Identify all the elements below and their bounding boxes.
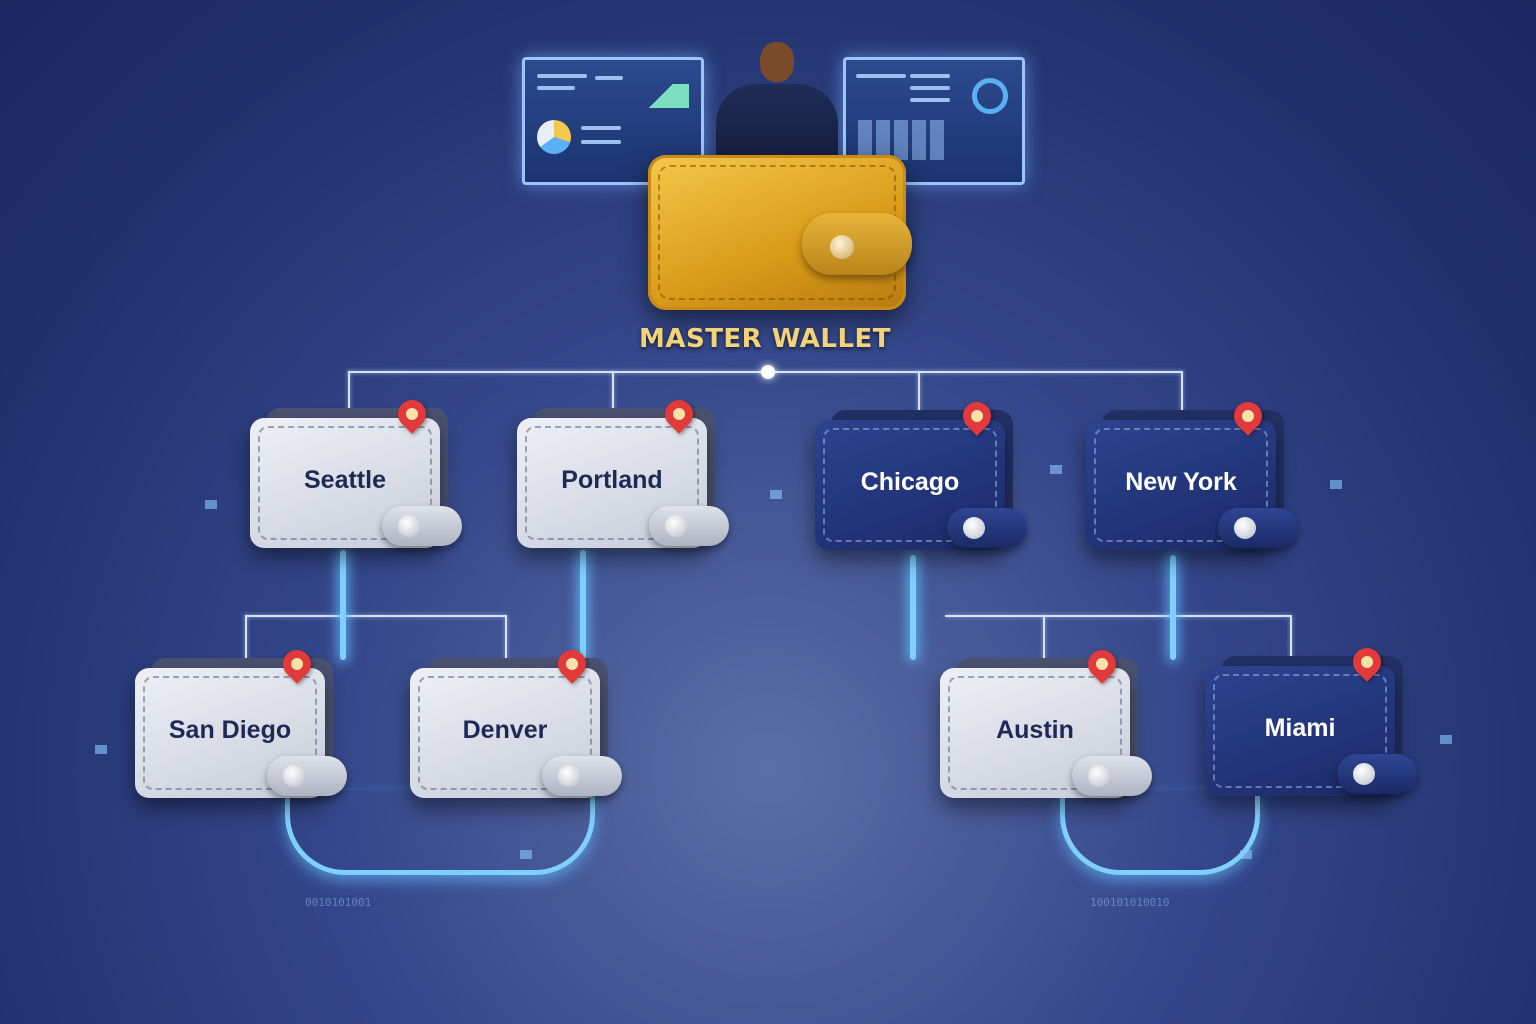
snap-button-icon — [1353, 763, 1375, 785]
data-flow — [1170, 555, 1176, 660]
snap-button-icon — [830, 235, 854, 259]
connector-line — [245, 615, 505, 617]
wallet-label: Austin — [996, 716, 1074, 744]
snap-button-icon — [283, 765, 305, 787]
wallet-austin[interactable]: Austin — [940, 644, 1152, 798]
connector-line — [612, 371, 614, 411]
connector-line — [945, 615, 1290, 617]
wallet-label: Chicago — [860, 468, 960, 496]
wallet-label: Seattle — [304, 466, 386, 494]
wallet-label: Miami — [1264, 714, 1336, 742]
wallet-label: Denver — [462, 716, 548, 744]
data-flow — [580, 550, 586, 660]
pie-chart-icon — [537, 120, 571, 154]
connector-line — [1290, 615, 1292, 660]
line-chart-icon — [633, 84, 689, 108]
data-flow-arc — [285, 790, 595, 875]
connector-line — [245, 615, 247, 660]
data-flow-arc — [1060, 790, 1260, 875]
data-flow — [340, 550, 346, 660]
master-wallet-label: MASTER WALLET — [638, 324, 892, 354]
wallet-new-york[interactable]: New York — [1086, 396, 1298, 550]
connector-line — [1181, 371, 1183, 411]
wallet-denver[interactable]: Denver — [410, 644, 622, 798]
snap-button-icon — [665, 515, 687, 537]
wallet-label: New York — [1125, 468, 1237, 496]
snap-button-icon — [398, 515, 420, 537]
binary-stream: 100101010010 — [1090, 896, 1170, 909]
wallet-san-diego[interactable]: San Diego — [135, 644, 347, 798]
donut-chart-icon — [972, 78, 1008, 114]
binary-stream: 0010101001 — [305, 896, 372, 909]
snap-button-icon — [1234, 517, 1256, 539]
dashboard-monitor-left — [522, 57, 704, 185]
wallet-label: San Diego — [168, 716, 292, 744]
connector-line — [348, 371, 350, 411]
wallet-portland[interactable]: Portland — [517, 394, 729, 548]
wallet-strap — [802, 213, 912, 275]
snap-button-icon — [963, 517, 985, 539]
connector-line — [918, 371, 920, 411]
wallet-miami[interactable]: Miami — [1205, 642, 1417, 796]
wallet-seattle[interactable]: Seattle — [250, 394, 462, 548]
connector-node — [761, 365, 775, 379]
master-wallet[interactable] — [648, 155, 912, 310]
data-flow — [910, 555, 916, 660]
wallet-label: Portland — [561, 466, 663, 494]
wallet-chicago[interactable]: Chicago — [815, 396, 1027, 550]
connector-line — [1043, 615, 1045, 660]
snap-button-icon — [1088, 765, 1110, 787]
connector-line — [505, 615, 507, 660]
snap-button-icon — [558, 765, 580, 787]
